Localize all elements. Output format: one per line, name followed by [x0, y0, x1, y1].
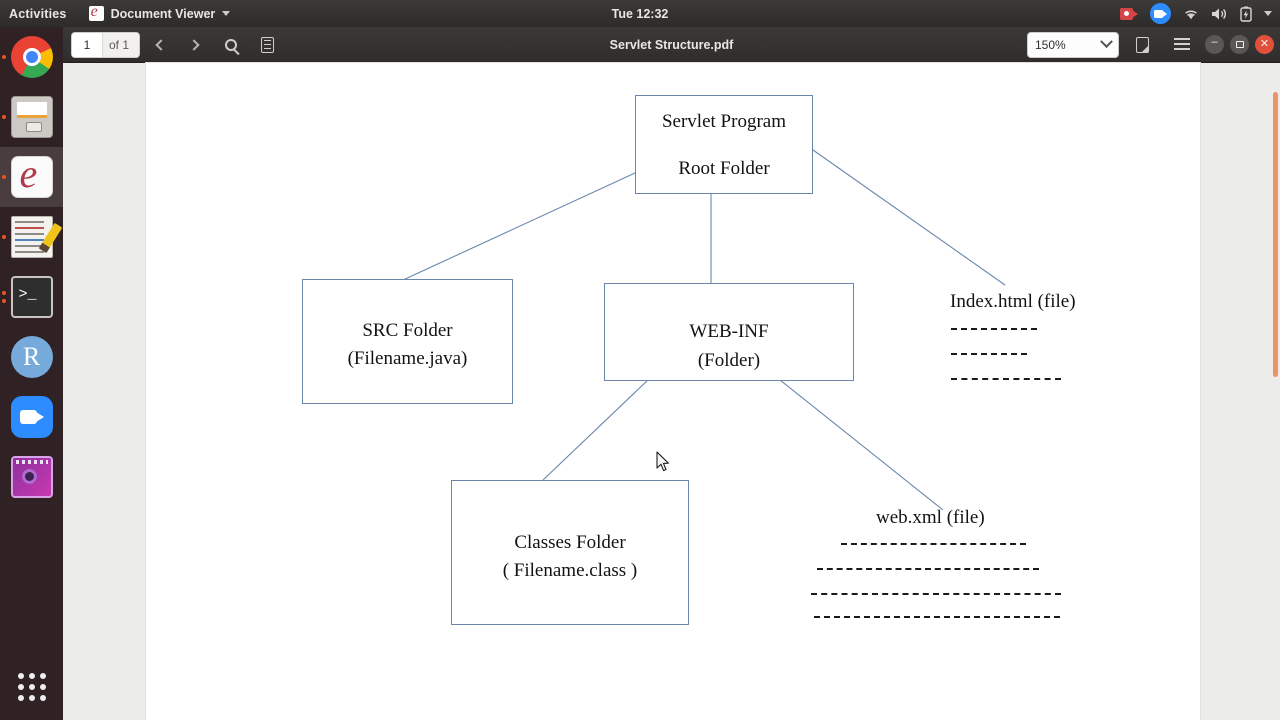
box-line-1: Classes Folder	[514, 532, 626, 553]
recorder-icon	[10, 456, 53, 498]
main-menu-button[interactable]	[1165, 31, 1199, 59]
diagram-box-classes: Classes Folder ( Filename.class )	[451, 480, 689, 625]
diagram-canvas	[402, 149, 1006, 511]
running-indicator	[2, 235, 6, 239]
dock-item-document-viewer[interactable]	[0, 147, 63, 207]
dock-item-screen-recorder[interactable]	[0, 447, 63, 507]
show-applications-button[interactable]	[0, 654, 63, 720]
notes-icon	[10, 216, 53, 258]
clock[interactable]: Tue 12:32	[611, 6, 669, 21]
dash-line	[841, 543, 1026, 545]
files-icon	[10, 96, 53, 138]
label-text: web.xml (file)	[876, 507, 985, 528]
running-indicator	[2, 175, 6, 179]
close-icon: ✕	[1259, 38, 1270, 50]
wifi-icon[interactable]	[1183, 7, 1199, 21]
diagram-box-root: Servlet Program Root Folder	[635, 95, 813, 194]
label-text: Index.html (file)	[950, 291, 1076, 312]
dash-line	[811, 593, 1061, 595]
dock-item-terminal[interactable]	[0, 267, 63, 327]
dock-item-google-chrome[interactable]	[0, 27, 63, 87]
header-right-controls: 150% – ✕	[1027, 31, 1274, 59]
page-fit-icon	[1135, 36, 1149, 53]
page-number-input[interactable]	[72, 32, 102, 57]
maximize-icon	[1235, 41, 1244, 48]
zoom-level-value: 150%	[1035, 37, 1066, 52]
show-applications-icon	[17, 673, 46, 701]
diagram-box-src: SRC Folder (Filename.java)	[302, 279, 513, 404]
diagram-label-index-html: Index.html (file)	[950, 291, 1076, 313]
box-line-1: Servlet Program	[661, 111, 786, 132]
document-view[interactable]: Servlet Program Root Folder SRC Folder (…	[63, 63, 1280, 720]
mouse-cursor	[656, 451, 669, 472]
side-pane-icon	[260, 36, 274, 53]
maximize-button[interactable]	[1230, 35, 1249, 54]
running-indicator	[2, 55, 6, 59]
side-pane-button[interactable]	[250, 31, 284, 59]
diagram-box-webinf: WEB-INF (Folder)	[604, 283, 854, 381]
previous-page-button[interactable]	[142, 31, 176, 59]
chevron-right-icon	[187, 38, 200, 51]
running-indicator	[2, 115, 6, 119]
box-line-2: ( Filename.class )	[502, 559, 638, 581]
page-total-label: of 1	[102, 32, 140, 57]
document-viewer-window: of 1 Servlet Structure.pdf 150%	[63, 27, 1280, 720]
volume-icon[interactable]	[1211, 7, 1228, 21]
search-icon	[225, 38, 238, 51]
box-line-2: Root Folder	[678, 157, 770, 179]
diagram-label-web-xml: web.xml (file)	[876, 507, 985, 529]
box-line-1: WEB-INF	[689, 321, 769, 342]
box-line-2: (Filename.java)	[347, 347, 468, 369]
dock-item-files[interactable]	[0, 87, 63, 147]
dock-item-rstudio[interactable]	[0, 327, 63, 387]
app-menu-label: Document Viewer	[110, 6, 216, 21]
activities-button[interactable]: Activities	[9, 6, 67, 21]
terminal-icon	[10, 276, 53, 318]
page-fit-button[interactable]	[1125, 31, 1159, 59]
dash-line	[951, 353, 1027, 355]
chevron-down-icon	[222, 11, 231, 16]
minimize-icon: –	[1211, 35, 1218, 48]
next-page-button[interactable]	[178, 31, 212, 59]
r-icon	[10, 336, 53, 378]
dock-item-zoom[interactable]	[0, 387, 63, 447]
main-menu-icon	[1174, 38, 1190, 51]
chrome-icon	[10, 36, 53, 78]
battery-icon[interactable]	[1240, 6, 1252, 22]
close-button[interactable]: ✕	[1255, 35, 1274, 54]
header-bar: of 1 Servlet Structure.pdf 150%	[63, 27, 1280, 63]
search-button[interactable]	[214, 31, 248, 59]
system-tray	[1120, 0, 1272, 27]
chevron-down-icon	[1100, 35, 1113, 49]
ubuntu-dock	[0, 27, 63, 720]
app-menu-button[interactable]: Document Viewer	[88, 6, 231, 21]
dock-item-text-editor[interactable]	[0, 207, 63, 267]
connector-webinf-to-webxml	[779, 379, 944, 511]
zoom-level-select[interactable]: 150%	[1027, 31, 1119, 58]
box-line-1: SRC Folder	[362, 320, 453, 341]
running-indicator	[2, 291, 6, 295]
minimize-button[interactable]: –	[1205, 35, 1224, 54]
system-menu-caret-icon[interactable]	[1264, 11, 1272, 16]
page-selector[interactable]: of 1	[71, 31, 141, 58]
dash-line	[951, 378, 1061, 380]
dash-line	[817, 568, 1039, 570]
dash-line	[814, 616, 1060, 618]
running-indicator	[2, 299, 6, 303]
evince-icon	[10, 150, 53, 198]
screen-record-icon[interactable]	[1120, 7, 1138, 20]
header-left-controls: of 1	[63, 31, 284, 59]
box-line-2: (Folder)	[697, 350, 761, 372]
pdf-page: Servlet Program Root Folder SRC Folder (…	[146, 63, 1200, 720]
dash-line	[951, 328, 1037, 330]
connector-root-to-index	[812, 149, 1006, 286]
gnome-top-bar: Activities Document Viewer Tue 12:32	[0, 0, 1280, 27]
chevron-left-icon	[154, 38, 167, 51]
evince-icon	[88, 6, 104, 21]
vertical-scrollbar[interactable]	[1273, 92, 1278, 377]
connector-webinf-to-classes	[542, 379, 649, 481]
zoom-app-icon	[10, 396, 53, 438]
zoom-meeting-icon[interactable]	[1150, 3, 1171, 24]
connector-root-to-src	[402, 172, 636, 281]
